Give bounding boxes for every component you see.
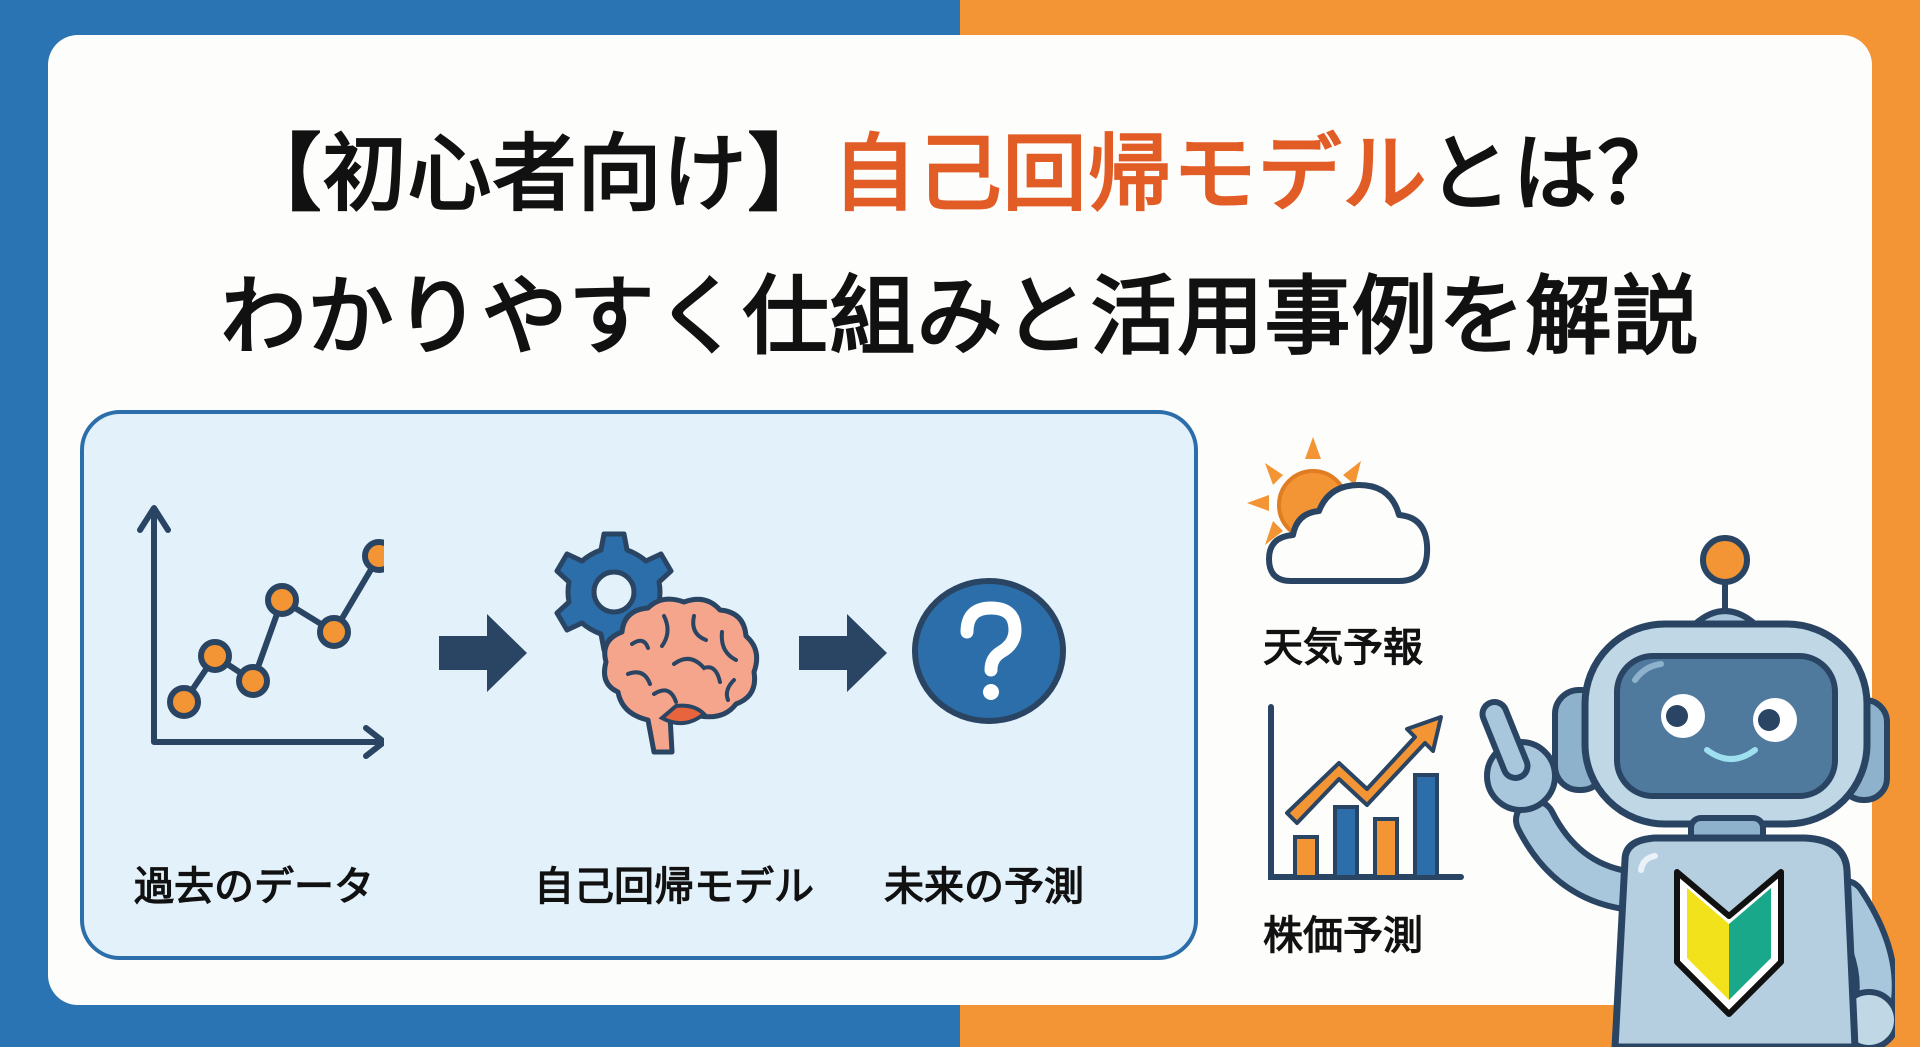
- question-circle-icon: [912, 578, 1066, 724]
- bar-chart-trend-icon: [1268, 704, 1464, 880]
- arrow-right-icon: [799, 614, 887, 692]
- gear-brain-icon: [554, 531, 760, 755]
- line-chart-icon: [137, 505, 384, 759]
- title-line-1: 【初心者向け】自己回帰モデルとは？: [48, 119, 1872, 229]
- use-case-label-stock: 株価予測: [1263, 913, 1423, 959]
- beginner-mark-icon: [1674, 869, 1784, 1017]
- sun-cloud-icon: [1247, 437, 1431, 584]
- title-prefix: 【初心者向け】: [237, 125, 833, 223]
- step-label-future-prediction: 未来の予測: [884, 864, 1084, 910]
- title-suffix: とは？: [1427, 125, 1683, 223]
- use-case-label-weather: 天気予報: [1263, 625, 1423, 671]
- title-line-2: わかりやすく仕組みと活用事例を解説: [220, 267, 1700, 367]
- flow-panel: 過去のデータ 自己回帰モデル 未来の予測: [80, 410, 1198, 960]
- step-label-ar-model: 自己回帰モデル: [534, 864, 814, 910]
- step-label-past-data: 過去のデータ: [134, 864, 374, 910]
- arrow-right-icon: [439, 614, 527, 692]
- title-accent: 自己回帰モデル: [832, 125, 1428, 223]
- robot-mascot: [1479, 535, 1895, 1047]
